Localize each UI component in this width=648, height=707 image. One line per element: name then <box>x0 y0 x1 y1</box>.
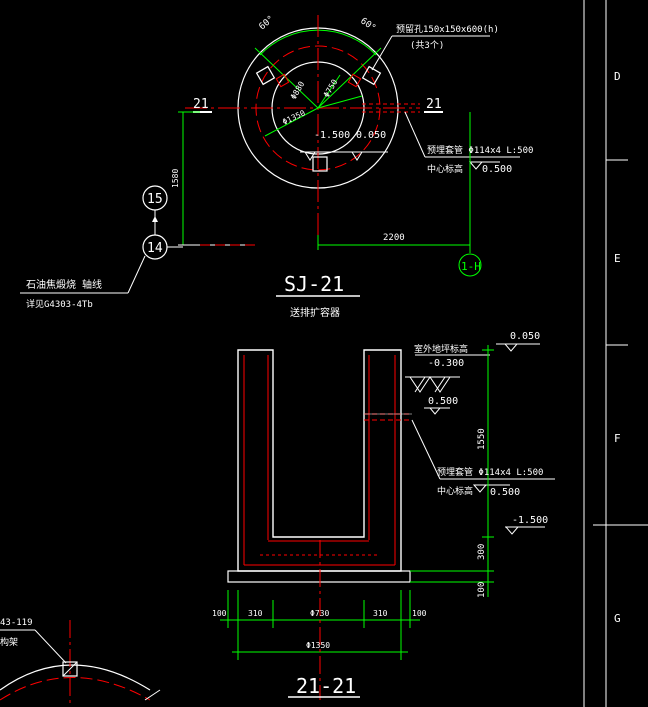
fragment-leader <box>34 629 67 664</box>
dim-1580: 1580 <box>171 169 180 188</box>
section-elev-bottom: -1.500 <box>512 515 548 526</box>
section-ground-note: 室外地坪标高 <box>414 343 468 355</box>
plan-openings-hidden <box>275 73 362 88</box>
grid-label-f: F <box>614 432 621 445</box>
section-dim-300: 300 <box>477 544 487 560</box>
section-elevation-marks <box>415 343 555 535</box>
section-title: 21-21 <box>296 674 356 698</box>
ground-hatch <box>405 376 460 393</box>
bottom-elev-label: -1.500 <box>314 130 350 141</box>
grid-label-d: D <box>614 70 621 83</box>
hole-leader <box>371 35 393 71</box>
section-ground-elev: -0.300 <box>428 358 464 369</box>
fragment-opening <box>62 661 78 677</box>
fragment-hidden-arc <box>0 677 151 701</box>
top-elev-label: 0.050 <box>356 130 386 141</box>
section-dim-1550: 1550 <box>477 428 487 450</box>
plan-subtitle: 送排扩容器 <box>290 306 340 319</box>
axis-note-line1: 石油焦煅烧 轴线 <box>26 278 102 291</box>
section-wall-outline <box>237 349 402 572</box>
hole-note: 预留孔150x150x600(h) <box>396 23 499 35</box>
section-dim-b2: 310 <box>248 609 263 618</box>
section-dim-b4: 310 <box>373 609 388 618</box>
axis-label-14: 14 <box>147 241 163 256</box>
axis-label-h: 1-H <box>461 260 481 273</box>
section-elev-top: 0.050 <box>510 331 540 342</box>
grid-label-e: E <box>614 252 621 265</box>
dia-1350-label: Φ1350 <box>281 108 307 126</box>
pipe-elev-marker <box>468 161 484 170</box>
section-dim-100: 100 <box>477 582 487 598</box>
pipe-center-label: 中心标高 <box>427 163 463 175</box>
pipe-center-elev: 0.500 <box>482 164 512 175</box>
section-pipe-elev-mark: 0.500 <box>428 396 458 407</box>
section-label-left: 21 <box>193 97 209 112</box>
plan-openings <box>255 65 382 172</box>
fragment-plan <box>0 620 161 707</box>
section-base-slab <box>227 570 411 583</box>
fragment-label-2: 构架 <box>0 636 18 648</box>
hole-count: (共3个) <box>410 40 444 51</box>
angle-label-right: 60° <box>358 16 377 34</box>
fragment-outer-arc <box>0 664 151 691</box>
section-pipe-center: 中心标高 <box>437 485 473 497</box>
section-view <box>220 343 555 700</box>
section-pipe-note: 预埋套管 Φ114x4 L:500 <box>437 466 543 478</box>
section-rebar <box>243 355 396 566</box>
axis-label-15: 15 <box>147 192 163 207</box>
axis-note-leader <box>127 255 146 294</box>
section-dim-b1: 100 <box>212 609 227 618</box>
pipe-leader <box>404 111 426 158</box>
grid-label-g: G <box>614 612 621 625</box>
fragment-edge <box>144 689 161 701</box>
section-pipe-leader <box>411 419 441 480</box>
section-dim-b3: Φ730 <box>310 609 329 618</box>
axis-arrow <box>152 216 158 222</box>
dim-2200: 2200 <box>383 233 405 243</box>
pipe-note: 预埋套管 Φ114x4 L:500 <box>427 144 533 156</box>
section-pipe-center-elev: 0.500 <box>490 487 520 498</box>
fragment-label-1: 43-119 <box>0 618 33 628</box>
section-label-right: 21 <box>426 97 442 112</box>
drawing-frame <box>583 0 648 707</box>
angle-label-left: 60° <box>258 14 277 32</box>
section-dim-total: Φ1350 <box>306 641 330 650</box>
plan-title: SJ-21 <box>284 272 344 296</box>
fragment-opening-diag <box>62 661 78 677</box>
axis-note-line2: 详见G4303-4Tb <box>26 298 93 310</box>
dia-750-label: Φ750 <box>322 78 340 99</box>
plan-view <box>20 15 520 297</box>
section-dim-b5: 100 <box>412 609 427 618</box>
